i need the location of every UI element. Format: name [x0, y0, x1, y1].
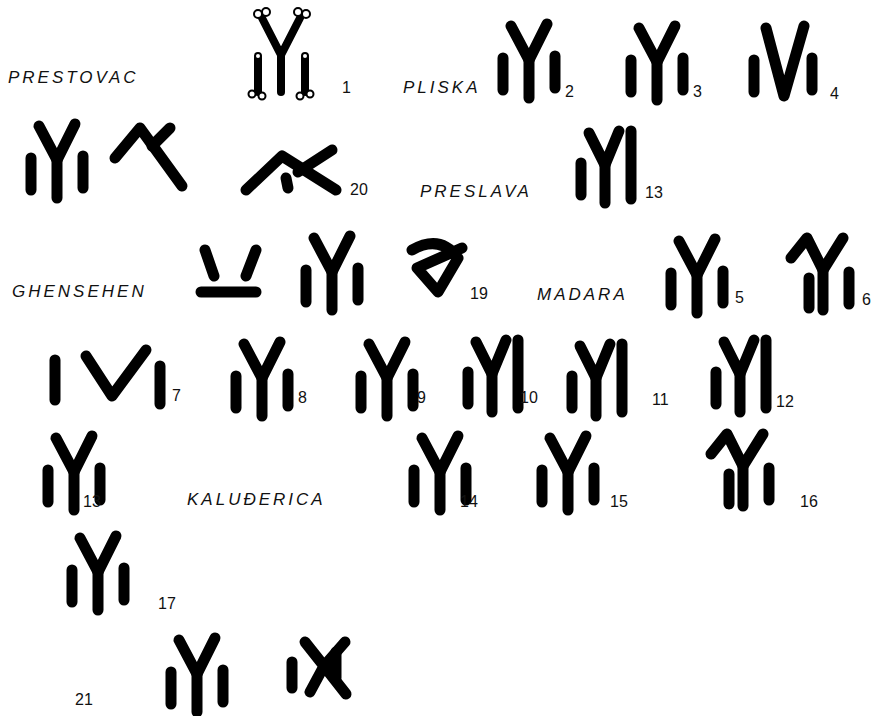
sign-number: 13: [83, 493, 101, 511]
sign-number: 9: [417, 389, 426, 407]
sign-number: 21: [75, 691, 93, 709]
place-name: GHENSEHEN: [12, 282, 147, 302]
sign-number: 8: [298, 389, 307, 407]
sign-number: 1: [342, 79, 351, 97]
place-name: MADARA: [537, 285, 628, 305]
place-name: KALUĐERICA: [187, 490, 326, 510]
sign-number: 13: [645, 184, 663, 202]
sign-number: 3: [693, 83, 702, 101]
sign-number: 2: [565, 83, 574, 101]
sign-number: 17: [158, 595, 176, 613]
sign-number: 12: [776, 393, 794, 411]
sign-number: 14: [460, 493, 478, 511]
sign-number: 19: [470, 285, 488, 303]
place-name: PRESLAVA: [420, 182, 532, 202]
sign-number: 20: [350, 181, 368, 199]
sign-number: 11: [652, 391, 669, 409]
sign-number: 15: [610, 493, 628, 511]
sign-number: 7: [172, 387, 181, 405]
sign-number: 5: [735, 289, 744, 307]
place-name: PLISKA: [403, 78, 481, 98]
place-name: PRESTOVAC: [8, 68, 139, 88]
sign-number: 4: [830, 85, 839, 103]
sign-number: 6: [862, 291, 871, 309]
sign-number: 10: [520, 389, 538, 407]
sign-number: 16: [800, 493, 818, 511]
